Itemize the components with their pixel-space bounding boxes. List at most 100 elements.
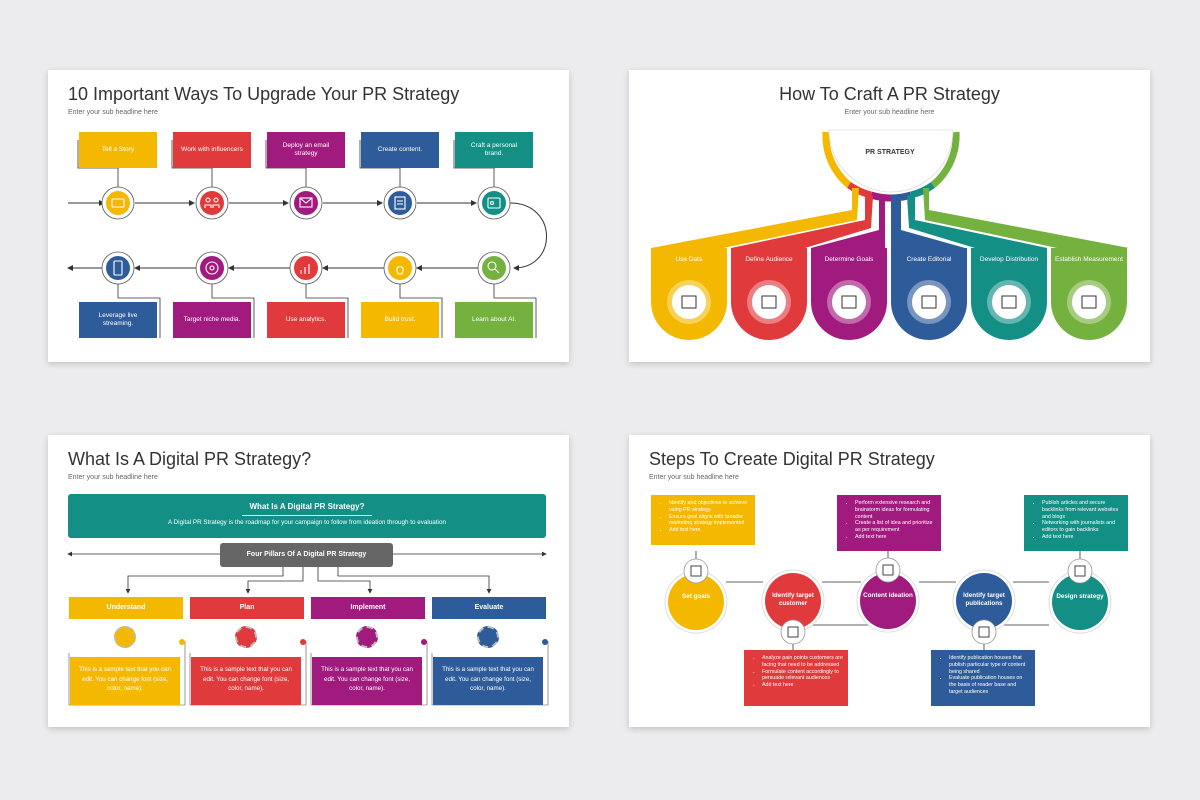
step-note: Perform extensive research and brainstor… (837, 495, 941, 551)
pillar-text: This is a sample text that you can edit.… (312, 657, 422, 705)
strategy-label: Establish Measurement (1055, 256, 1123, 263)
icon-glyph (882, 564, 894, 576)
pillar-header: Evaluate (432, 597, 546, 619)
way-card: Tell a Story (79, 132, 157, 168)
note-bullet: Add text here (669, 527, 750, 534)
pillar-dot (300, 639, 306, 645)
step-label: Content ideation (863, 592, 913, 599)
idea-icon (875, 557, 901, 583)
way-card: Craft a personal brand. (455, 132, 533, 168)
way-card: Create content. (361, 132, 439, 168)
way-label: Craft a personal brand. (470, 141, 518, 157)
note-bullets: Identify publication houses that publish… (945, 655, 1030, 696)
slide-title: How To Craft A PR Strategy (779, 84, 1000, 104)
pillar-dot (179, 639, 185, 645)
pillar-text: This is a sample text that you can edit.… (433, 657, 543, 705)
edit-icon (683, 558, 709, 584)
pillar-header: Implement (311, 597, 425, 619)
way-card: Target niche media. (173, 302, 251, 338)
center-label: PR STRATEGY (865, 149, 915, 156)
step-circle (956, 573, 1012, 629)
strategy-label: Determine Goals (824, 256, 874, 263)
icon-glyph (690, 565, 702, 577)
slide-digital-pr-strategy[interactable]: What Is A Digital PR Strategy? Enter you… (48, 435, 569, 727)
step-circle (860, 573, 916, 629)
icon-glyph (681, 295, 697, 309)
step-label: Design strategy (1056, 593, 1104, 600)
note-bullet: Analyze pain points customers are facing… (762, 655, 843, 669)
note-bullets: Analyze pain points customers are facing… (758, 655, 843, 689)
ruler-icon (1072, 285, 1106, 319)
slide-upgrade-pr-strategy[interactable]: 10 Important Ways To Upgrade Your PR Str… (48, 70, 569, 362)
note-bullet: Identify publication houses that publish… (949, 655, 1030, 675)
note-bullet: Evaluate publication houses on the basis… (949, 675, 1030, 695)
icon-glyph (978, 626, 990, 638)
report-icon (477, 626, 499, 648)
step-label: Identify target publications (963, 592, 1005, 608)
way-label: Work with influencers (181, 145, 243, 153)
way-label: Tell a Story (101, 145, 135, 153)
pillar-dot (421, 639, 427, 645)
way-label: Target niche media. (183, 315, 241, 323)
way-card: Work with influencers (173, 132, 251, 168)
note-bullet: Add text here (1042, 534, 1123, 541)
data-icon (672, 285, 706, 319)
editorial-icon (912, 285, 946, 319)
step-circle (765, 573, 821, 629)
way-card: Leverage live streaming. (79, 302, 157, 338)
gear-icon (356, 626, 378, 648)
note-bullet: Identify and objectives to achieve using… (669, 500, 750, 514)
banner-title: What Is A Digital PR Strategy? (249, 502, 365, 511)
icon-glyph (761, 295, 777, 309)
icon-glyph (787, 626, 799, 638)
pillar-connectors (67, 551, 549, 706)
audience-icon (752, 285, 786, 319)
note-bullet: Perform extensive research and brainstor… (855, 500, 936, 520)
way-card: Deploy an email strategy (267, 132, 345, 168)
slide-craft-pr-strategy[interactable]: How To Craft A PR Strategy Enter your su… (629, 70, 1150, 362)
way-card: Learn about AI. (455, 302, 533, 338)
way-label: Leverage live streaming. (98, 311, 138, 327)
step-note: Publish articles and secure backlinks fr… (1024, 495, 1128, 551)
lightbulb-icon (114, 626, 136, 648)
strategy-label: Use Data (675, 256, 703, 263)
banner-text: A Digital PR Strategy is the roadmap for… (168, 519, 446, 526)
slide-subtitle: Enter your sub headline here (68, 109, 158, 116)
way-label: Learn about AI. (471, 315, 517, 323)
flow-connectors (67, 140, 547, 338)
way-label: Build trust. (384, 315, 416, 323)
slide-steps-digital-pr[interactable]: Steps To Create Digital PR Strategy Ente… (629, 435, 1150, 727)
strategy-label: Develop Distribution (979, 256, 1039, 263)
slide-title: What Is A Digital PR Strategy? (68, 449, 312, 469)
way-label: Create content. (377, 145, 423, 153)
note-bullet: Add text here (762, 682, 843, 689)
checklist-icon (235, 626, 257, 648)
steps-connectors (664, 551, 1112, 650)
note-bullet: Ensure goal aligns with broader marketin… (669, 514, 750, 528)
note-bullets: Identify and objectives to achieve using… (665, 500, 750, 534)
slide-subtitle: Enter your sub headline here (844, 109, 935, 116)
note-bullet: Networking with journalists and editors … (1042, 520, 1123, 534)
banner-divider (242, 515, 372, 516)
step-label: Set goals (682, 593, 710, 600)
strategy-icon (1067, 558, 1093, 584)
step-circle (1052, 574, 1108, 630)
icon-glyph (1001, 295, 1017, 309)
pillar-dot (542, 639, 548, 645)
note-bullet: Publish articles and secure backlinks fr… (1042, 500, 1123, 520)
slide-title: 10 Important Ways To Upgrade Your PR Str… (68, 84, 460, 104)
step-note: Analyze pain points customers are facing… (744, 650, 848, 706)
publication-icon (971, 619, 997, 645)
icon-glyph (841, 295, 857, 309)
note-bullets: Perform extensive research and brainstor… (851, 500, 936, 541)
way-label: Use analytics. (285, 315, 327, 323)
user-icon (780, 619, 806, 645)
slide-title: Steps To Create Digital PR Strategy (649, 449, 935, 469)
target-icon (832, 285, 866, 319)
slide-subtitle: Enter your sub headline here (68, 474, 158, 481)
pillar-header: Plan (190, 597, 304, 619)
pr-strategy-diagram (651, 129, 1129, 340)
pillar-header: Understand (69, 597, 183, 619)
icon-glyph (1081, 295, 1097, 309)
slide-subtitle: Enter your sub headline here (649, 474, 739, 481)
